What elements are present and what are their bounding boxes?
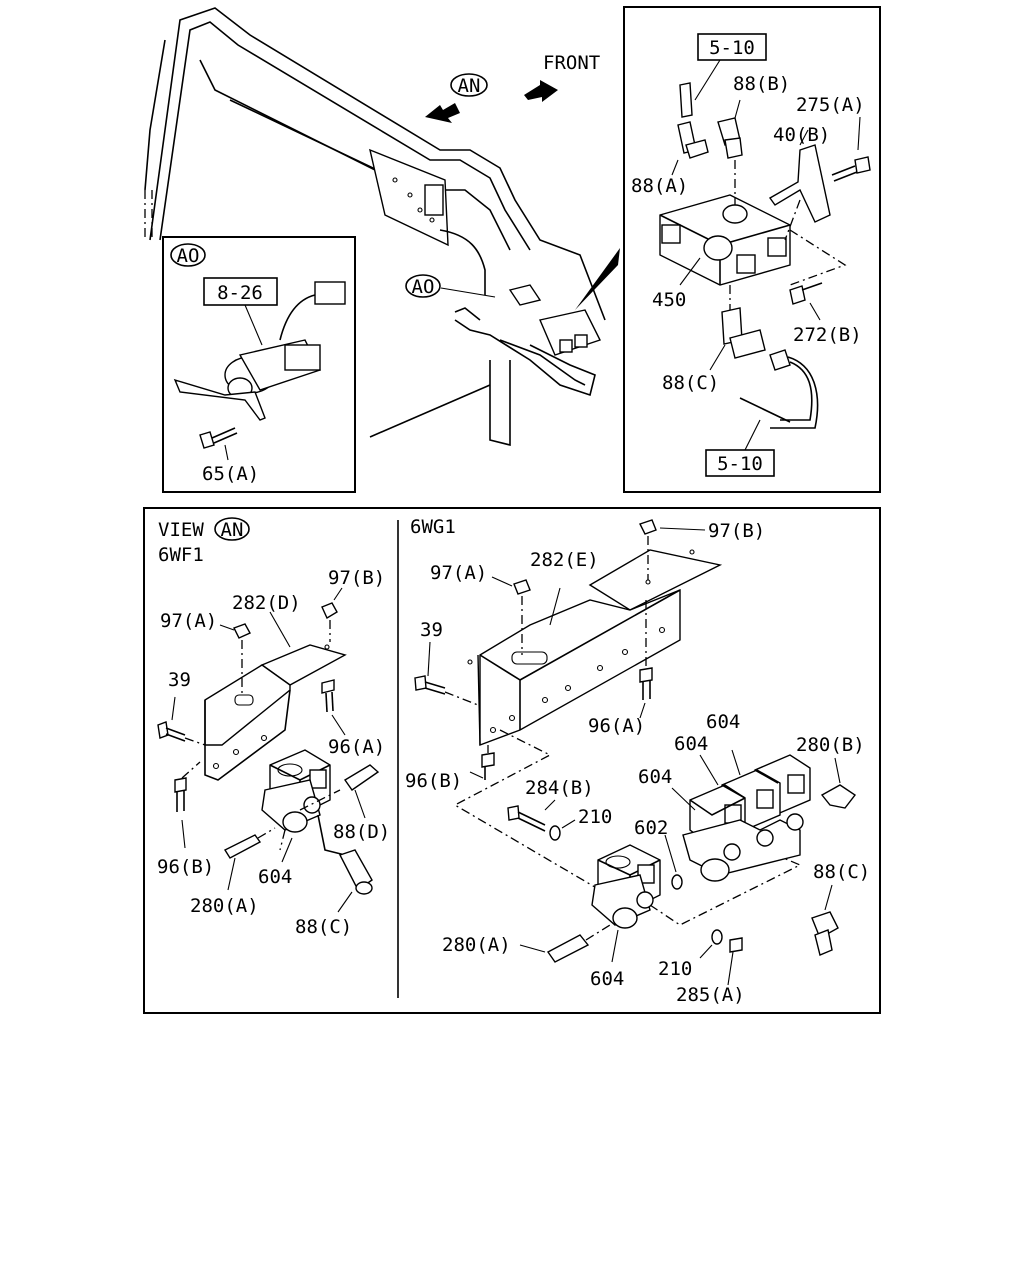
part-label: AN bbox=[221, 519, 244, 541]
bolt-65a bbox=[199, 427, 238, 449]
part-label: 97(A) bbox=[160, 610, 217, 632]
part-label: 604 bbox=[590, 968, 624, 990]
part-label: 5-10 bbox=[709, 37, 755, 59]
part-label: 96(A) bbox=[588, 715, 645, 737]
part-label: 284(B) bbox=[525, 777, 594, 799]
part-label: 275(A) bbox=[796, 94, 865, 116]
part-label: 97(B) bbox=[708, 520, 765, 542]
part-label: 602 bbox=[634, 817, 668, 839]
part-label: 88(B) bbox=[733, 73, 790, 95]
part-label: 604 bbox=[674, 733, 708, 755]
part-label: AN bbox=[458, 75, 481, 97]
front-arrow: FRONT bbox=[524, 52, 600, 102]
part-label: 39 bbox=[168, 669, 191, 691]
part-label: 96(B) bbox=[405, 770, 462, 792]
callout-ao: AO bbox=[405, 274, 496, 298]
part-label: 450 bbox=[652, 289, 686, 311]
part-label: 6WG1 bbox=[410, 516, 456, 538]
bottom-panel-frame bbox=[143, 507, 881, 1014]
part-label: 97(B) bbox=[328, 567, 385, 589]
part-label: AO bbox=[412, 276, 435, 298]
part-label: 88(C) bbox=[662, 372, 719, 394]
part-label: 97(A) bbox=[430, 562, 487, 584]
part-label: 210 bbox=[578, 806, 612, 828]
part-label: 5-10 bbox=[717, 453, 763, 475]
view-an-6wf1: VIEW AN 6WF1 bbox=[157, 517, 390, 938]
part-label: FRONT bbox=[543, 52, 600, 74]
part-label: VIEW bbox=[158, 519, 204, 541]
part-label: 210 bbox=[658, 958, 692, 980]
part-label: 280(B) bbox=[796, 734, 865, 756]
part-label: 285(A) bbox=[676, 984, 745, 1006]
part-label: 282(E) bbox=[530, 549, 599, 571]
part-label: 280(A) bbox=[190, 895, 259, 917]
part-label: 88(C) bbox=[813, 861, 870, 883]
part-label: 40(B) bbox=[773, 124, 830, 146]
part-label: 272(B) bbox=[793, 324, 862, 346]
view-6wg1: 6WG1 bbox=[405, 516, 870, 1006]
part-label: 280(A) bbox=[442, 934, 511, 956]
part-label: 96(A) bbox=[328, 736, 385, 758]
chassis-overview: AO AN FRONT bbox=[144, 7, 620, 447]
part-label: 282(D) bbox=[232, 592, 301, 614]
part-label: 96(B) bbox=[157, 856, 214, 878]
part-label: 88(D) bbox=[333, 821, 390, 843]
part-label: 604 bbox=[638, 766, 672, 788]
part-label: 6WF1 bbox=[158, 544, 204, 566]
callout-an: AN bbox=[425, 73, 488, 123]
part-label: 39 bbox=[420, 619, 443, 641]
inset-valve-assembly: 5-10 bbox=[623, 6, 881, 493]
part-label: 88(C) bbox=[295, 916, 352, 938]
part-label: 604 bbox=[258, 866, 292, 888]
part-label: 65(A) bbox=[202, 463, 259, 485]
valve-stack bbox=[671, 749, 811, 882]
part-label: 8-26 bbox=[217, 282, 263, 304]
inset-ao: AO 8-26 65(A) bbox=[162, 236, 356, 493]
part-label: 88(A) bbox=[631, 175, 688, 197]
part-label: AO bbox=[177, 245, 200, 267]
part-label: 604 bbox=[706, 711, 740, 733]
